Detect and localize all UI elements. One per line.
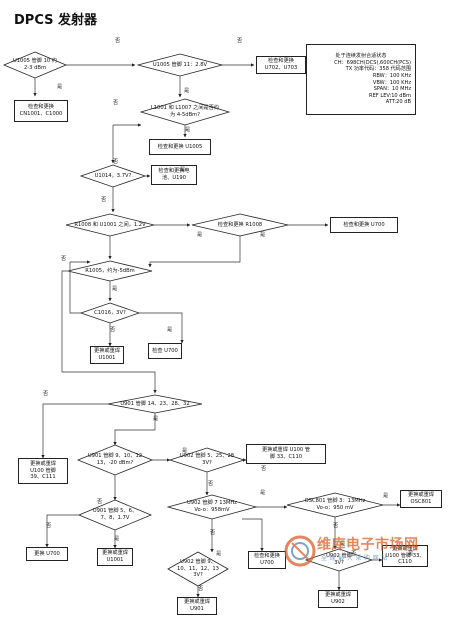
action-box-b-u1001-a: 更换或重焊 U1001 — [90, 346, 124, 364]
test-condition-line: 处于连续发射合适状态 — [335, 53, 387, 60]
branch-label-no: 否 — [110, 327, 116, 333]
connector-arrow — [61, 270, 157, 394]
branch-label-no: 否 — [43, 391, 49, 397]
connector-arrow — [113, 413, 156, 446]
branch-label-yes: 是 — [185, 127, 191, 133]
connector-arrow — [45, 514, 79, 548]
action-box-b-u901: 更换或重焊 U901 — [177, 597, 217, 615]
branch-label-no: 否 — [115, 38, 121, 44]
decision-d-u902-7: U902 管脚 7 13MHz Vo-o：958mV — [186, 500, 237, 513]
branch-label-yes: 是 — [184, 88, 190, 94]
branch-label-yes: 是 — [216, 551, 222, 557]
decision-d-u901-9: U901 管脚 9、10、12 13，-20 dBm? — [87, 453, 143, 466]
branch-label-yes: 是 — [260, 490, 266, 496]
decision-d-u1014: U1014，3.7V? — [94, 172, 132, 179]
action-box-b-osc801: 更换或重焊 OSC801 — [400, 490, 442, 508]
branch-label-yes: 是 — [57, 84, 63, 90]
branch-label-no: 否 — [208, 481, 214, 487]
branch-label-no: 否 — [101, 197, 107, 203]
action-box-b-u700-b: 检查 U700 — [148, 343, 182, 359]
page-title: DPCS 发射器 — [14, 13, 97, 28]
action-box-b-u700-d: 检查和更换 U700 — [248, 551, 286, 569]
branch-label-no: 否 — [61, 256, 67, 262]
test-condition-line: RBW：100 KHz — [372, 72, 411, 79]
branch-label-no: 否 — [198, 586, 204, 592]
decision-d-l1001: L1001 和 L1007 之间是否约 为 4-5dBm? — [150, 105, 220, 118]
action-box-b-u700-c: 更换 U700 — [26, 547, 68, 561]
decision-d-r1008: R1008 和 U1001 之间，1.2V — [74, 221, 146, 228]
decision-d-u901-5: U901 管脚 5、6、 7、8，1.7V — [92, 508, 138, 521]
branch-label-yes: 是 — [383, 493, 389, 499]
connector-arrow — [148, 236, 241, 268]
action-box-b-u100-b: 更换或重焊 U100 管 脚 33、C110 — [246, 444, 326, 464]
decision-d-u901: U901 管脚 14、23、28、32 — [120, 400, 190, 407]
action-box-b-u100-c: 更换或重焊 U100 管脚 33、 C110 — [382, 545, 428, 567]
test-condition-line: VBW：100 KHz — [372, 79, 411, 86]
decision-d-u1005-10: U1005 管脚 10 约 2-3 dBm — [12, 58, 58, 71]
branch-label-no: 否 — [261, 466, 267, 472]
action-box-b-u700-a: 检查和更换 U700 — [330, 217, 398, 233]
branch-label-yes: 是 — [260, 232, 266, 238]
branch-label-no: 否 — [113, 100, 119, 106]
action-box-b-u1005: 检查和更换 U1005 — [149, 139, 211, 155]
branch-label-no: 否 — [113, 159, 119, 165]
test-condition-line: ATT:20 dB — [385, 99, 411, 106]
branch-label-yes: 是 — [112, 286, 118, 292]
test-condition-line: TX 功率代码：358 代码范围 — [345, 66, 411, 73]
branch-label-no: 否 — [210, 530, 216, 536]
branch-label-yes: 是 — [114, 536, 120, 542]
branch-label-yes: 是 — [182, 448, 188, 454]
decision-d-r1008b: 检查和更换 R1008 — [217, 221, 263, 228]
decision-d-u902-pin: U902 管脚 3V? — [326, 553, 352, 566]
branch-label-yes: 是 — [197, 232, 203, 238]
branch-label-yes: 是 — [153, 416, 159, 422]
decision-d-u902-5: U902 管脚 5、25、28 3V? — [179, 453, 235, 466]
action-box-b-u1001-b: 更换或重焊 U1001 — [97, 548, 133, 566]
connector-arrow — [139, 312, 184, 344]
decision-d-u902-9: U902 管脚 9、 10、11、12、13 3V? — [177, 558, 219, 579]
branch-label-yes: 是 — [340, 541, 346, 547]
action-box-b-cn1001: 检查和更换 CN1001、C1000 — [14, 100, 68, 122]
action-box-b-u902: 更换或重焊 U902 — [318, 590, 358, 608]
branch-label-yes: 是 — [167, 327, 173, 333]
action-box-b-u190: 检查和更换电 池、U190 — [151, 165, 197, 185]
action-box-b-u702: 检查和更换 U702、U703 — [256, 56, 306, 74]
branch-label-no: 否 — [351, 551, 357, 557]
test-condition-line: REF LEV:10 dBm — [369, 92, 411, 99]
decision-d-c1016: C1016，3V? — [94, 309, 126, 316]
decision-d-osc801: OSC801 管脚 3：13MHz Vo-o：950 mV — [304, 498, 366, 511]
branch-label-no: 否 — [333, 523, 339, 529]
branch-label-no: 否 — [46, 523, 52, 529]
test-condition-line: SPAN：10 MHz — [373, 86, 411, 93]
branch-label-yes: 是 — [408, 551, 414, 557]
branch-label-yes: 是 — [180, 167, 186, 173]
connector-arrow — [41, 403, 108, 459]
watermark-logo-icon — [284, 535, 316, 567]
connector-arrow — [69, 260, 91, 314]
action-box-b-u100-a: 更换或重焊 U100 管脚 39、C111 — [18, 458, 68, 484]
watermark-name: 维库电子市场网 — [317, 537, 419, 553]
test-condition-line: CH：698CH(DCS),600CH(PCS) — [334, 59, 411, 66]
decision-d-r1005: R1005，约为-5dBm — [85, 267, 135, 274]
connector-arrow — [242, 518, 264, 552]
branch-label-no: 否 — [97, 499, 103, 505]
watermark-tagline: 全球最大采购网站 — [321, 555, 390, 562]
branch-label-no: 否 — [237, 38, 243, 44]
watermark: 维库电子市场网 全球最大采购网站 — [283, 534, 443, 570]
decision-d-u1005-11: U1005 管脚 11：2.8V — [152, 61, 208, 68]
